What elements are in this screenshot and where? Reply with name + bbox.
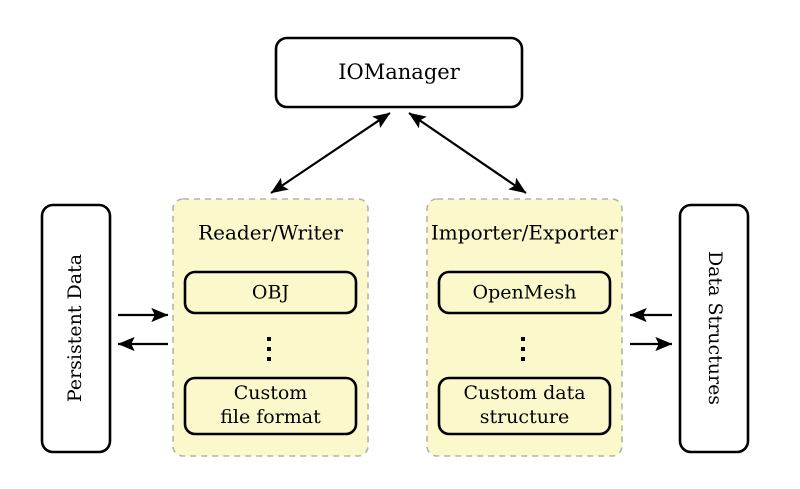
reader-writer-ellipsis xyxy=(267,337,271,361)
importer-exporter-group-title: Importer/Exporter xyxy=(431,221,619,245)
arrow-manager-reader-writer xyxy=(270,112,391,194)
io-manager-label: IOManager xyxy=(338,60,460,84)
reader-writer-group-title: Reader/Writer xyxy=(198,221,343,245)
reader-writer-item-obj[interactable]: OBJ xyxy=(183,270,358,315)
importer-exporter-item-custom-data-structure[interactable]: Custom data structure xyxy=(437,376,612,436)
custom-data-structure-label-line1: Custom data xyxy=(463,382,585,404)
data-structures-label: Data Structures xyxy=(704,251,726,405)
custom-data-structure-label-line2: structure xyxy=(480,406,570,428)
custom-file-format-box[interactable] xyxy=(183,376,358,436)
persistent-data-box[interactable] xyxy=(40,203,112,454)
data-structures-box[interactable] xyxy=(678,203,750,454)
custom-file-format-label-line1: Custom xyxy=(234,382,308,404)
persistent-data-node[interactable]: Persistent Data xyxy=(40,203,112,454)
group-importer-exporter[interactable]: Importer/Exporter OpenMesh Custom data s… xyxy=(426,198,623,457)
importer-exporter-item-openmesh[interactable]: OpenMesh xyxy=(437,270,612,315)
openmesh-label: OpenMesh xyxy=(473,282,577,304)
openmesh-box[interactable] xyxy=(437,270,612,315)
persistent-data-label: Persistent Data xyxy=(64,254,86,402)
arrow-manager-importer-exporter xyxy=(408,112,527,194)
io-manager-box[interactable] xyxy=(274,36,524,109)
custom-file-format-label-line2: file format xyxy=(220,406,321,428)
data-structures-node[interactable]: Data Structures xyxy=(678,203,750,454)
io-manager-node[interactable]: IOManager xyxy=(274,36,524,109)
obj-box[interactable] xyxy=(183,270,358,315)
importer-exporter-ellipsis xyxy=(521,337,525,361)
reader-writer-item-custom-file-format[interactable]: Custom file format xyxy=(183,376,358,436)
group-reader-writer[interactable]: Reader/Writer OBJ Custom file format xyxy=(172,198,369,457)
custom-data-structure-box[interactable] xyxy=(437,376,612,436)
obj-label: OBJ xyxy=(252,282,289,304)
